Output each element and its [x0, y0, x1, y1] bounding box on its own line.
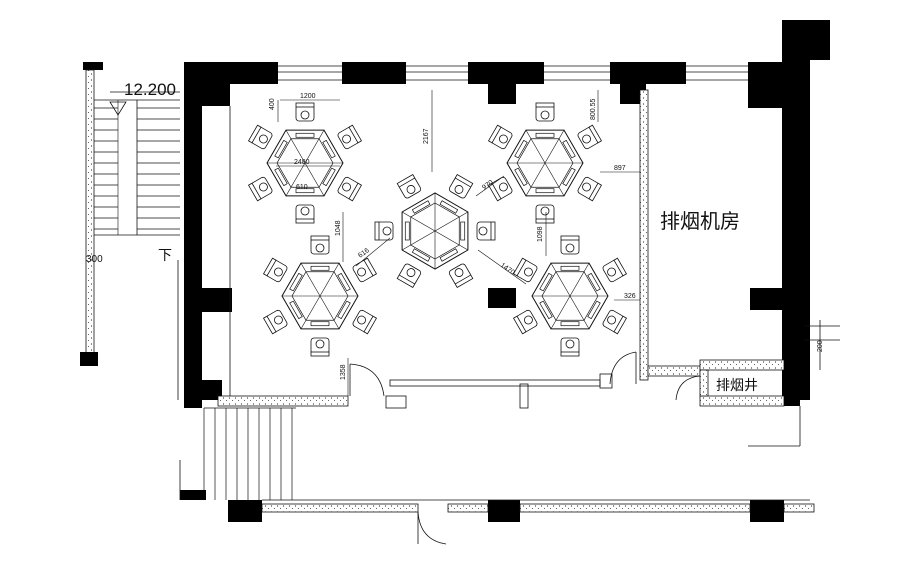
- monitor-icon: [539, 272, 553, 292]
- monitor-icon: [535, 132, 555, 138]
- chair-icon: [560, 235, 580, 255]
- monitor-icon: [514, 167, 528, 187]
- chair-icon: [352, 257, 378, 283]
- dim-1358: 1358: [340, 364, 347, 380]
- chair-icon: [602, 309, 628, 335]
- chair-icon: [577, 124, 603, 150]
- chair-icon: [374, 221, 394, 241]
- dim-326: 326: [624, 293, 636, 300]
- monitor-icon: [295, 188, 315, 194]
- monitor-icon: [439, 200, 459, 214]
- dim-616: 616: [357, 247, 371, 259]
- dim-1098: 1098: [537, 226, 544, 242]
- chair-icon: [262, 309, 288, 335]
- dim-2167: 2167: [423, 128, 430, 144]
- monitor-icon: [535, 188, 555, 194]
- dim-1200: 1200: [300, 93, 316, 100]
- dim-897: 897: [614, 165, 626, 172]
- stairwell: 12.200 下 300: [80, 62, 180, 400]
- monitor-icon: [337, 300, 351, 320]
- smoke-machine-room-label: 排烟机房: [660, 210, 740, 233]
- chair-icon: [310, 235, 330, 255]
- monitor-icon: [514, 139, 528, 159]
- dim-2480: 2480: [294, 159, 310, 166]
- monitor-icon: [404, 221, 410, 241]
- monitor-icon: [411, 200, 431, 214]
- monitor-icon: [295, 132, 315, 138]
- dim-800-55: 800.55: [590, 98, 597, 120]
- monitor-icon: [560, 321, 580, 327]
- monitor-icon: [337, 272, 351, 292]
- monitor-icon: [460, 221, 466, 241]
- workstation-cluster: [512, 235, 628, 357]
- workstation-clusters: [247, 102, 628, 357]
- monitor-icon: [289, 300, 303, 320]
- dim-610: 610: [296, 184, 308, 191]
- monitor-icon: [310, 265, 330, 271]
- chair-icon: [560, 337, 580, 357]
- dim-400: 400: [269, 98, 276, 110]
- monitor-icon: [562, 139, 576, 159]
- monitor-icon: [539, 300, 553, 320]
- monitor-icon: [587, 300, 601, 320]
- monitor-icon: [411, 248, 431, 262]
- chair-icon: [487, 176, 513, 202]
- chair-icon: [352, 309, 378, 335]
- chair-icon: [295, 204, 315, 224]
- monitor-icon: [274, 139, 288, 159]
- chair-icon: [487, 124, 513, 150]
- chair-icon: [476, 221, 496, 241]
- chair-icon: [247, 124, 273, 150]
- monitor-icon: [562, 167, 576, 187]
- chair-icon: [295, 102, 315, 122]
- stair-down-label: 下: [158, 247, 172, 263]
- monitor-icon: [289, 272, 303, 292]
- workstation-cluster: [247, 102, 363, 224]
- chair-icon: [602, 257, 628, 283]
- chair-icon: [337, 176, 363, 202]
- elevation-label: 12.200: [124, 80, 176, 99]
- monitor-icon: [310, 321, 330, 327]
- chair-icon: [577, 176, 603, 202]
- dim-1048: 1048: [335, 220, 342, 236]
- chair-icon: [512, 257, 538, 283]
- chair-icon: [262, 257, 288, 283]
- monitor-icon: [322, 139, 336, 159]
- monitor-icon: [439, 248, 459, 262]
- chair-icon: [535, 204, 555, 224]
- chair-icon: [337, 124, 363, 150]
- chair-icon: [396, 173, 422, 199]
- dim-200: 200: [817, 340, 824, 352]
- monitor-icon: [274, 167, 288, 187]
- chair-icon: [448, 173, 474, 199]
- chair-icon: [535, 102, 555, 122]
- corridor: [179, 407, 815, 545]
- dim-1470: 1470: [499, 262, 516, 277]
- monitor-icon: [560, 265, 580, 271]
- chair-icon: [396, 263, 422, 289]
- chair-icon: [512, 309, 538, 335]
- chair-icon: [247, 176, 273, 202]
- workstation-cluster: [374, 173, 496, 289]
- stair-side-label: 300: [86, 254, 103, 265]
- monitor-icon: [587, 272, 601, 292]
- chair-icon: [310, 337, 330, 357]
- workstation-cluster: [262, 235, 378, 357]
- chair-icon: [448, 263, 474, 289]
- monitor-icon: [322, 167, 336, 187]
- smoke-shaft-label: 排烟井: [716, 377, 758, 393]
- main-walls: 200: [184, 20, 840, 447]
- workstation-cluster: [487, 102, 603, 224]
